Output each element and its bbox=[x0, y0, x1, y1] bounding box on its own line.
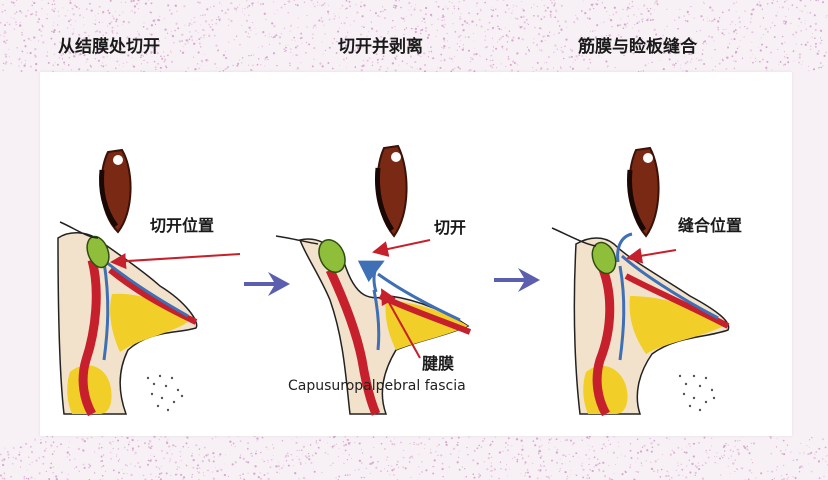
callout-line-1 bbox=[110, 253, 241, 270]
fascia-hook-3 bbox=[616, 232, 633, 263]
dot-cluster-1 bbox=[146, 374, 184, 412]
fascia-2 bbox=[372, 289, 381, 351]
eye-cornea-1 bbox=[99, 148, 132, 234]
panel-1-illustration bbox=[57, 148, 241, 417]
speckled-band-top bbox=[0, 0, 828, 72]
panel-3-illustration bbox=[551, 146, 730, 417]
muscle-1 bbox=[78, 258, 101, 417]
tendon-label: 腱膜 bbox=[422, 354, 455, 373]
fascia-hook-2 bbox=[357, 260, 385, 293]
fascia-upper-2 bbox=[377, 272, 461, 322]
muscle-upper-3 bbox=[624, 273, 730, 329]
tendon-pointer-2 bbox=[381, 288, 421, 359]
fascia-label: Capusuropalpebral fascia bbox=[288, 378, 466, 394]
step-arrow-2 bbox=[494, 268, 540, 292]
panel-2-illustration bbox=[275, 144, 472, 416]
diagram-card bbox=[40, 72, 792, 436]
eye-cornea-2 bbox=[375, 144, 408, 238]
muscle-3 bbox=[592, 260, 615, 417]
panel-2-callout: 切开 bbox=[434, 218, 467, 237]
panel-1-callout: 切开位置 bbox=[150, 216, 215, 235]
muscle-upper-1 bbox=[108, 267, 198, 325]
fat-2 bbox=[385, 300, 468, 350]
speckled-band-bottom bbox=[0, 436, 828, 480]
panel-3-title: 筋膜与睑板缝合 bbox=[578, 37, 697, 57]
panel-2-title: 切开并剥离 bbox=[338, 37, 423, 57]
step-arrow-1 bbox=[244, 272, 290, 296]
lower-fat-1 bbox=[67, 365, 112, 414]
eye-cornea-3 bbox=[627, 146, 660, 238]
fat-3 bbox=[629, 296, 724, 354]
tarsus-2 bbox=[318, 239, 346, 273]
fascia-1 bbox=[102, 261, 110, 361]
tarsus-3 bbox=[591, 241, 617, 275]
panel-1-title: 从结膜处切开 bbox=[58, 37, 160, 57]
fascia-3 bbox=[618, 265, 626, 361]
callout-line-3 bbox=[626, 247, 677, 264]
dot-cluster-3 bbox=[678, 374, 716, 412]
callout-line-2 bbox=[372, 239, 431, 257]
panel-3-callout: 缝合位置 bbox=[678, 216, 743, 235]
muscle-2 bbox=[325, 268, 381, 416]
